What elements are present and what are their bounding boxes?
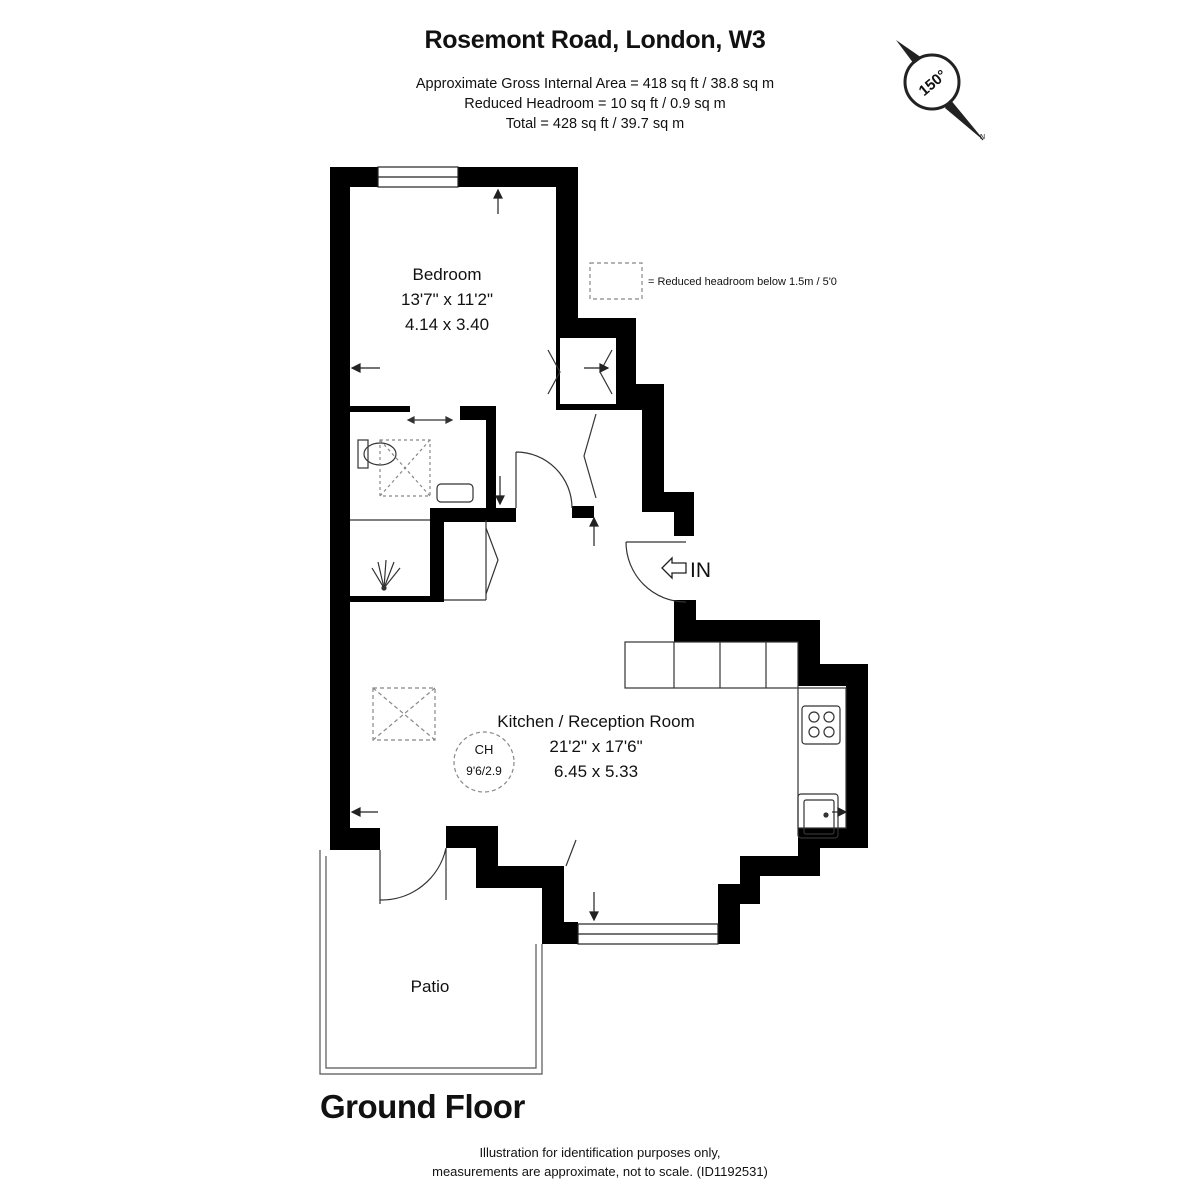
bedroom-imperial: 13'7" x 11'2" (401, 290, 493, 309)
basin-icon (436, 483, 474, 503)
kitchen-imperial: 21'2" x 17'6" (549, 737, 642, 756)
plan-title: Rosemont Road, London, W3 (424, 26, 766, 54)
bedroom-label: Bedroom 13'7" x 11'2" 4.14 x 3.40 (401, 265, 493, 334)
compass-bearing: 150° (916, 67, 951, 100)
legend: = Reduced headroom below 1.5m / 5'0 (589, 262, 837, 300)
total-area: Total = 428 sq ft / 39.7 sq m (505, 116, 685, 132)
kitchen-metric: 6.45 x 5.33 (554, 762, 638, 781)
ceiling-height-value: 9'6/2.9 (466, 764, 502, 778)
walls (330, 167, 868, 944)
partitions (350, 519, 847, 900)
kitchen-name: Kitchen / Reception Room (497, 712, 695, 731)
bedroom-name: Bedroom (413, 265, 482, 284)
shower-icon (371, 559, 401, 591)
kitchen-label: Kitchen / Reception Room 21'2" x 17'6" 6… (497, 712, 695, 781)
measurement-arrows (350, 188, 848, 922)
legend-text: = Reduced headroom below 1.5m / 5'0 (648, 276, 837, 288)
floor-name: Ground Floor (320, 1088, 525, 1125)
entrance-label: IN (690, 559, 711, 582)
patio-outline (319, 850, 543, 1075)
disclaimer-line-2: measurements are approximate, not to sca… (432, 1164, 768, 1179)
compass-icon: 150° N (896, 40, 985, 141)
bathroom-fixtures (357, 416, 474, 591)
entrance-door (625, 541, 687, 603)
reduced-headroom-area: Reduced Headroom = 10 sq ft / 0.9 sq m (464, 96, 726, 112)
doors (379, 349, 687, 904)
gross-internal-area: Approximate Gross Internal Area = 418 sq… (415, 76, 775, 92)
windows (377, 166, 719, 945)
legend-swatch (589, 262, 643, 300)
reduced-headroom-area (372, 687, 436, 741)
toilet-icon (357, 439, 369, 469)
disclaimer-line-1: Illustration for identification purposes… (479, 1145, 721, 1160)
entrance-arrow-icon (661, 556, 687, 580)
compass-north: N (980, 134, 985, 141)
patio-label: Patio (411, 977, 450, 996)
area-summary: Approximate Gross Internal Area = 418 sq… (0, 74, 1190, 134)
bedroom-metric: 4.14 x 3.40 (405, 315, 489, 334)
corridor-door (515, 451, 573, 509)
disclaimer: Illustration for identification purposes… (0, 1143, 1200, 1181)
kitchen-appliances (797, 705, 841, 839)
hob-icon (801, 705, 841, 745)
ceiling-height-label: CH (475, 742, 494, 757)
ceiling-height-marker: CH 9'6/2.9 (453, 731, 515, 793)
patio-door (379, 847, 447, 904)
